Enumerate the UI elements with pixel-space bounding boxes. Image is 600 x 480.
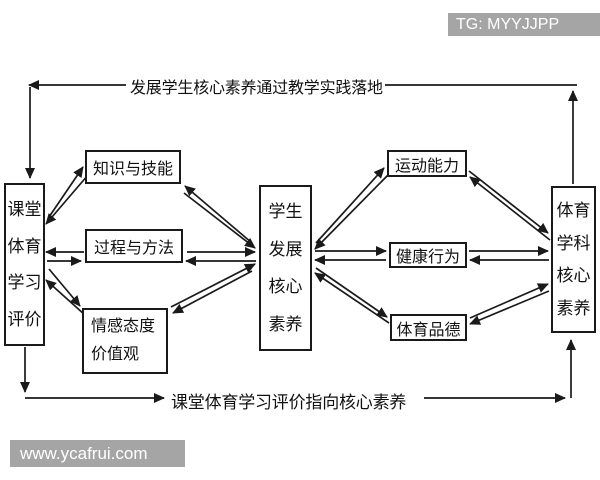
watermark-website: www.ycafrui.com — [10, 440, 185, 467]
node-sports-morality: 体育品德 — [390, 314, 467, 341]
bottom-feedback-label: 课堂体育学习评价指向核心素养 — [169, 388, 409, 413]
node-line: 素养 — [556, 299, 591, 319]
node-process-methods: 过程与方法 — [85, 229, 183, 263]
node-line: 发展 — [268, 239, 303, 259]
node-label: 过程与方法 — [93, 240, 174, 257]
node-line: 核心 — [556, 266, 591, 286]
node-line: 评价 — [7, 310, 42, 330]
node-classroom-pe-evaluation: 课堂 体育 学习 评价 — [4, 183, 45, 346]
node-athletic-ability: 运动能力 — [387, 150, 467, 177]
node-line: 课堂 — [7, 199, 42, 219]
node-label: 健康行为 — [395, 249, 460, 266]
node-line: 体育 — [7, 236, 42, 256]
node-line: 价值观 — [91, 346, 140, 363]
node-line: 学科 — [556, 233, 591, 253]
node-label: 体育品德 — [396, 321, 461, 339]
node-affective-attitude-values: 情感态度 价值观 — [82, 308, 168, 374]
top-feedback-label: 发展学生核心素养通过教学实践落地 — [128, 74, 385, 98]
node-line: 情感态度 — [91, 318, 156, 335]
node-line: 核心 — [268, 277, 303, 297]
node-label: 运动能力 — [394, 157, 459, 175]
node-line: 素养 — [268, 314, 303, 334]
node-label: 知识与技能 — [92, 161, 173, 178]
watermark-telegram: TG: MYYJJPP — [448, 13, 600, 36]
node-healthy-behavior: 健康行为 — [389, 242, 467, 268]
node-line: 体育 — [556, 200, 591, 220]
node-knowledge-skills: 知识与技能 — [85, 150, 181, 184]
node-pe-subject-core-literacy: 体育 学科 核心 素养 — [551, 186, 596, 333]
node-line: 学生 — [268, 202, 303, 222]
node-line: 学习 — [7, 273, 42, 293]
node-student-core-literacy: 学生 发展 核心 素养 — [259, 185, 312, 351]
